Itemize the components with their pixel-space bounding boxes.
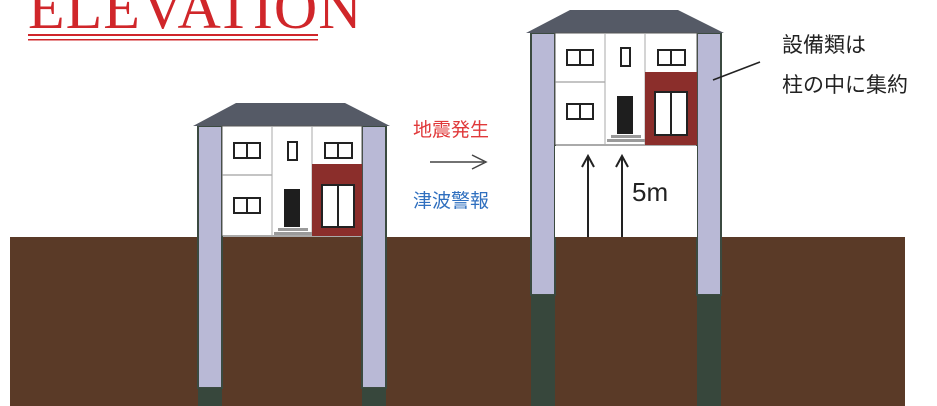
lift-height-label: 5m (632, 177, 668, 207)
left-pillar (197, 125, 223, 389)
equipment-caption-line1: 設備類は (782, 33, 866, 57)
window-narrow (287, 141, 298, 161)
right-pillar (696, 32, 722, 296)
title-underline-2 (28, 39, 318, 41)
earthquake-caption: 地震発生 (413, 119, 489, 141)
house-before (193, 103, 390, 406)
roof (526, 10, 724, 33)
left-pillar-foot (198, 388, 222, 406)
roof (193, 103, 390, 126)
tsunami-warning-caption: 津波警報 (413, 190, 489, 212)
lift-arrow-icon (581, 153, 595, 237)
lift-space (555, 146, 697, 237)
house-raised: 5m (526, 10, 724, 406)
right-pillar-foot (362, 388, 386, 406)
right-pillar-foot (697, 295, 721, 406)
lift-arrow-icon (615, 153, 629, 237)
right-pillar (361, 125, 387, 389)
door (617, 96, 633, 134)
door (284, 189, 300, 227)
left-pillar (530, 32, 556, 296)
window-narrow (620, 47, 631, 67)
arrow-icon (430, 154, 488, 170)
title-underline (28, 34, 318, 36)
equipment-caption-line2: 柱の中に集約 (782, 73, 908, 97)
left-pillar-foot (531, 295, 555, 406)
ground (10, 237, 905, 406)
callout-leader (712, 61, 761, 81)
